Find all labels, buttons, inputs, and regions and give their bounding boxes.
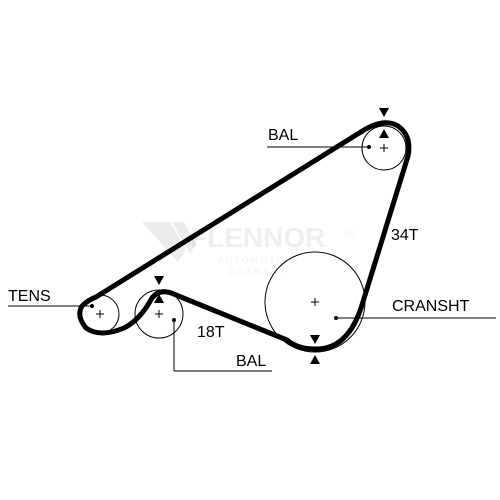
leader-bal-bottom bbox=[172, 318, 272, 372]
label-teeth-18: 18T bbox=[197, 324, 225, 341]
watermark-registered: ® bbox=[344, 225, 355, 241]
timing-mark-crank bbox=[310, 335, 320, 364]
label-tens: TENS bbox=[8, 288, 51, 305]
leader-bal-top bbox=[267, 145, 371, 149]
label-bal-bottom: BAL bbox=[236, 353, 266, 370]
leader-tens bbox=[8, 304, 94, 308]
label-bal-top: BAL bbox=[268, 127, 298, 144]
watermark-line2: GERMANY bbox=[228, 266, 288, 276]
timing-belt bbox=[77, 120, 412, 352]
timing-mark-top bbox=[379, 108, 389, 138]
label-teeth-34: 34T bbox=[391, 227, 419, 244]
watermark-line1: AUTOMOTIVE bbox=[218, 255, 297, 265]
watermark-logo-icon bbox=[142, 222, 196, 262]
timing-mark-bal-bottom bbox=[154, 276, 164, 303]
leader-cranksht bbox=[334, 316, 496, 320]
label-cranksht: CRANSHT bbox=[392, 298, 470, 315]
pulley-balancer-top bbox=[361, 125, 407, 171]
